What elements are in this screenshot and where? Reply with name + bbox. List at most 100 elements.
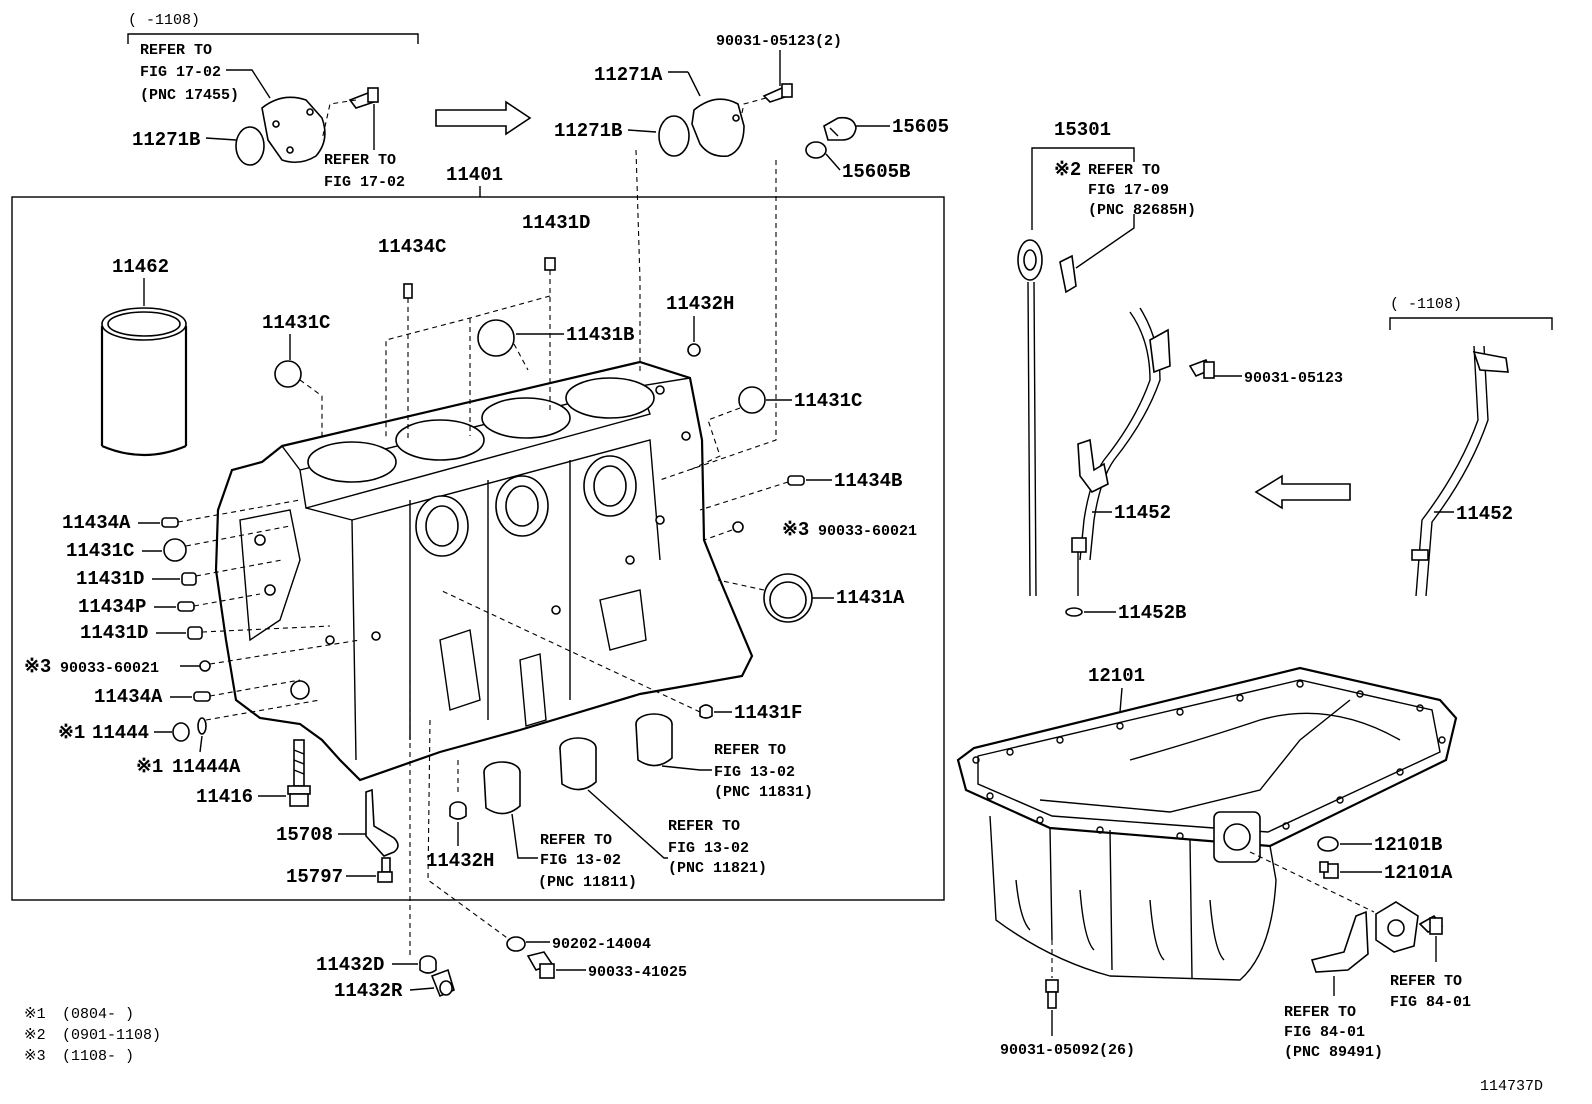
label-12101: 12101 (1088, 665, 1145, 687)
bearing-11811 (483, 761, 521, 815)
svg-text:( -1108): ( -1108) (1390, 296, 1462, 313)
mark-2: ※2 (1054, 159, 1081, 181)
label-11432D: 11432D (316, 954, 384, 976)
bolt-cover (737, 83, 793, 131)
plug-11431C-top (274, 360, 323, 440)
refer-11811-line2: FIG 13-02 (540, 852, 621, 869)
label-90033-41025: 90033-41025 (588, 964, 687, 981)
gasket-12101B (1317, 836, 1339, 852)
refer-89491-line1: REFER TO (1284, 1004, 1356, 1021)
refer-11811-line1: REFER TO (540, 832, 612, 849)
pin-11431D-top (544, 257, 556, 410)
label-90031-05123-2: 90031-05123(2) (716, 33, 842, 50)
mark-1-a: ※1 (58, 722, 85, 744)
clip-82685H (1059, 214, 1135, 294)
o-ring-11444A (197, 717, 207, 735)
label-11432H-top: 11432H (666, 293, 734, 315)
figure-id: 114737D (1480, 1078, 1543, 1095)
svg-text:(1108- ): (1108- ) (62, 1048, 134, 1065)
arrow-left-icon (1254, 474, 1351, 510)
pin-11434A-2 (193, 691, 211, 702)
label-11271B-mid: 11271B (554, 120, 622, 142)
label-11271B-top: 11271B (132, 129, 200, 151)
label-11434C: 11434C (378, 236, 446, 258)
oil-level-sensor (1310, 901, 1419, 973)
arrow-right-icon (435, 100, 532, 136)
bolt-15797 (377, 857, 393, 883)
refer-11821-line1: REFER TO (668, 818, 740, 835)
label-11434P: 11434P (78, 596, 146, 618)
label-11444: 11444 (92, 722, 149, 744)
label-11431A: 11431A (836, 587, 905, 609)
label-11431D-left2: 11431D (80, 622, 148, 644)
svg-text:REFER TO: REFER TO (140, 42, 212, 59)
stud-bolt-11416 (287, 739, 311, 807)
footnotes: ※1 (0804- ) ※2 (0901-1108) ※3 (1108- ) (24, 1006, 161, 1065)
cylinder-block (214, 360, 754, 782)
svg-text:※1: ※1 (24, 1006, 46, 1023)
refer-84-01-line1: REFER TO (1390, 973, 1462, 990)
plug-11431C-left (163, 538, 187, 562)
plug-11431D-left1 (181, 572, 197, 586)
plug-11432H-bottom (449, 801, 467, 820)
plug-15605 (823, 116, 857, 141)
refer-84-01-line2: FIG 84-01 (1390, 994, 1471, 1011)
svg-text:(0804- ): (0804- ) (62, 1006, 134, 1023)
label-11431C-left: 11431C (66, 540, 134, 562)
date-range-top-left: ( -1108) (127, 12, 419, 44)
label-11431D-top: 11431D (522, 212, 590, 234)
plug-11431C-right (689, 386, 766, 471)
oil-pan (956, 666, 1458, 981)
gasket-15605B (805, 141, 827, 159)
drain-plug-12101A (1319, 861, 1339, 879)
label-90202-14004: 90202-14004 (552, 936, 651, 953)
label-11434A-1: 11434A (62, 512, 131, 534)
refer-17-02-bolt-line2: FIG 17-02 (324, 174, 405, 191)
plug-90033-41025 (526, 951, 555, 979)
refer-11831-line2: FIG 13-02 (714, 764, 795, 781)
pan-bolt-90031-05092 (1045, 979, 1059, 1009)
o-ring-11452B (1065, 607, 1083, 617)
label-11434A-2: 11434A (94, 686, 163, 708)
gasket-90202-14004 (506, 936, 526, 952)
label-15797: 15797 (286, 866, 343, 888)
ball-90033-60021-left (199, 660, 211, 672)
pin-11434B (699, 475, 805, 511)
label-90033-60021-left: 90033-60021 (60, 660, 159, 677)
pan-bolt-holes (972, 680, 1446, 840)
refer-17455: REFER TO FIG 17-02 (PNC 17455) (140, 42, 271, 104)
refer-82685H-line2: FIG 17-09 (1088, 182, 1169, 199)
bolt-90031-05123 (1188, 358, 1215, 379)
label-11431C-top: 11431C (262, 312, 330, 334)
label-15708: 15708 (276, 824, 333, 846)
seal-11431A (717, 573, 813, 623)
timing-cover-plate (691, 98, 745, 158)
bearing-11821 (559, 737, 597, 791)
mark-1-b: ※1 (136, 756, 163, 778)
refer-11831-line1: REFER TO (714, 742, 786, 759)
pin-11434A-1 (161, 517, 179, 528)
plug-11431B (477, 319, 529, 371)
refer-89491-line2: FIG 84-01 (1284, 1024, 1365, 1041)
label-11432H-bottom: 11432H (426, 850, 494, 872)
svg-text:(0901-1108): (0901-1108) (62, 1027, 161, 1044)
label-11431F: 11431F (734, 702, 802, 724)
plug-11444 (172, 722, 190, 742)
label-15301: 15301 (1054, 119, 1111, 141)
label-11431D-left1: 11431D (76, 568, 144, 590)
plug-11432R (430, 968, 455, 998)
label-11431C-right: 11431C (794, 390, 862, 412)
refer-82685H-line1: REFER TO (1088, 162, 1160, 179)
block-assembly-frame (11, 196, 945, 901)
svg-text:※3: ※3 (24, 1048, 46, 1065)
svg-text:※2: ※2 (24, 1027, 46, 1044)
refer-89491-line3: (PNC 89491) (1284, 1044, 1383, 1061)
o-ring (658, 115, 690, 157)
label-11452-mid: 11452 (1114, 502, 1171, 524)
cylinder-liner (100, 307, 188, 457)
label-11416: 11416 (196, 786, 253, 808)
o-ring-old (235, 126, 265, 166)
date-range-right: ( -1108) (1389, 296, 1553, 330)
label-90031-05092: 90031-05092(26) (1000, 1042, 1135, 1059)
label-11271A: 11271A (594, 64, 663, 86)
